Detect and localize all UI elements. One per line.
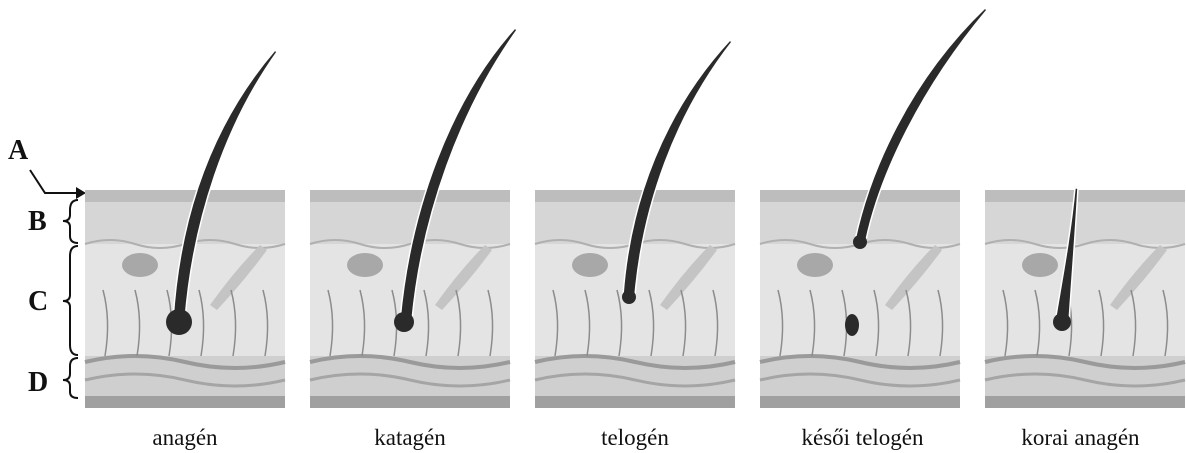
sebaceous-gland xyxy=(797,253,833,277)
brace-b xyxy=(63,200,78,243)
muscle-layer xyxy=(760,396,960,408)
skin-surface xyxy=(310,190,510,202)
hair-bulb xyxy=(622,290,636,304)
caption-late-telogen: késői telogén xyxy=(755,425,970,453)
panel-catagen xyxy=(310,0,515,453)
hair-bulb xyxy=(1053,313,1071,331)
skin-block xyxy=(985,190,1185,408)
muscle-layer xyxy=(985,396,1185,408)
sebaceous-gland xyxy=(1022,253,1058,277)
label-d: D xyxy=(28,367,48,399)
skin-surface xyxy=(85,190,285,202)
sebaceous-gland xyxy=(347,253,383,277)
skin-surface xyxy=(535,190,735,202)
brace-d xyxy=(63,358,78,398)
panel-anagen xyxy=(85,0,290,453)
label-b: B xyxy=(28,206,47,238)
muscle-layer xyxy=(310,396,510,408)
epidermis-layer xyxy=(310,202,510,244)
epidermis-layer xyxy=(985,202,1185,244)
panel-late-telogen xyxy=(760,0,965,453)
hair-bulb xyxy=(166,309,192,335)
muscle-layer xyxy=(535,396,735,408)
new-hair-germ xyxy=(845,314,859,336)
sebaceous-gland xyxy=(572,253,608,277)
hair-bulb xyxy=(853,235,867,249)
caption-telogen: telogén xyxy=(535,425,735,453)
label-a: A xyxy=(8,135,28,167)
sebaceous-gland xyxy=(122,253,158,277)
caption-catagen: katagén xyxy=(305,425,515,453)
panel-telogen xyxy=(535,0,740,453)
muscle-layer xyxy=(85,396,285,408)
skin-surface xyxy=(760,190,960,202)
hair-bulb xyxy=(394,312,414,332)
caption-early-anagen: korai anagén xyxy=(978,425,1183,453)
arrow-a xyxy=(30,170,80,193)
skin-surface xyxy=(985,190,1185,202)
label-c: C xyxy=(28,286,48,318)
panel-early-anagen xyxy=(985,0,1186,453)
brace-c xyxy=(63,246,78,355)
caption-anagen: anagén xyxy=(85,425,285,453)
